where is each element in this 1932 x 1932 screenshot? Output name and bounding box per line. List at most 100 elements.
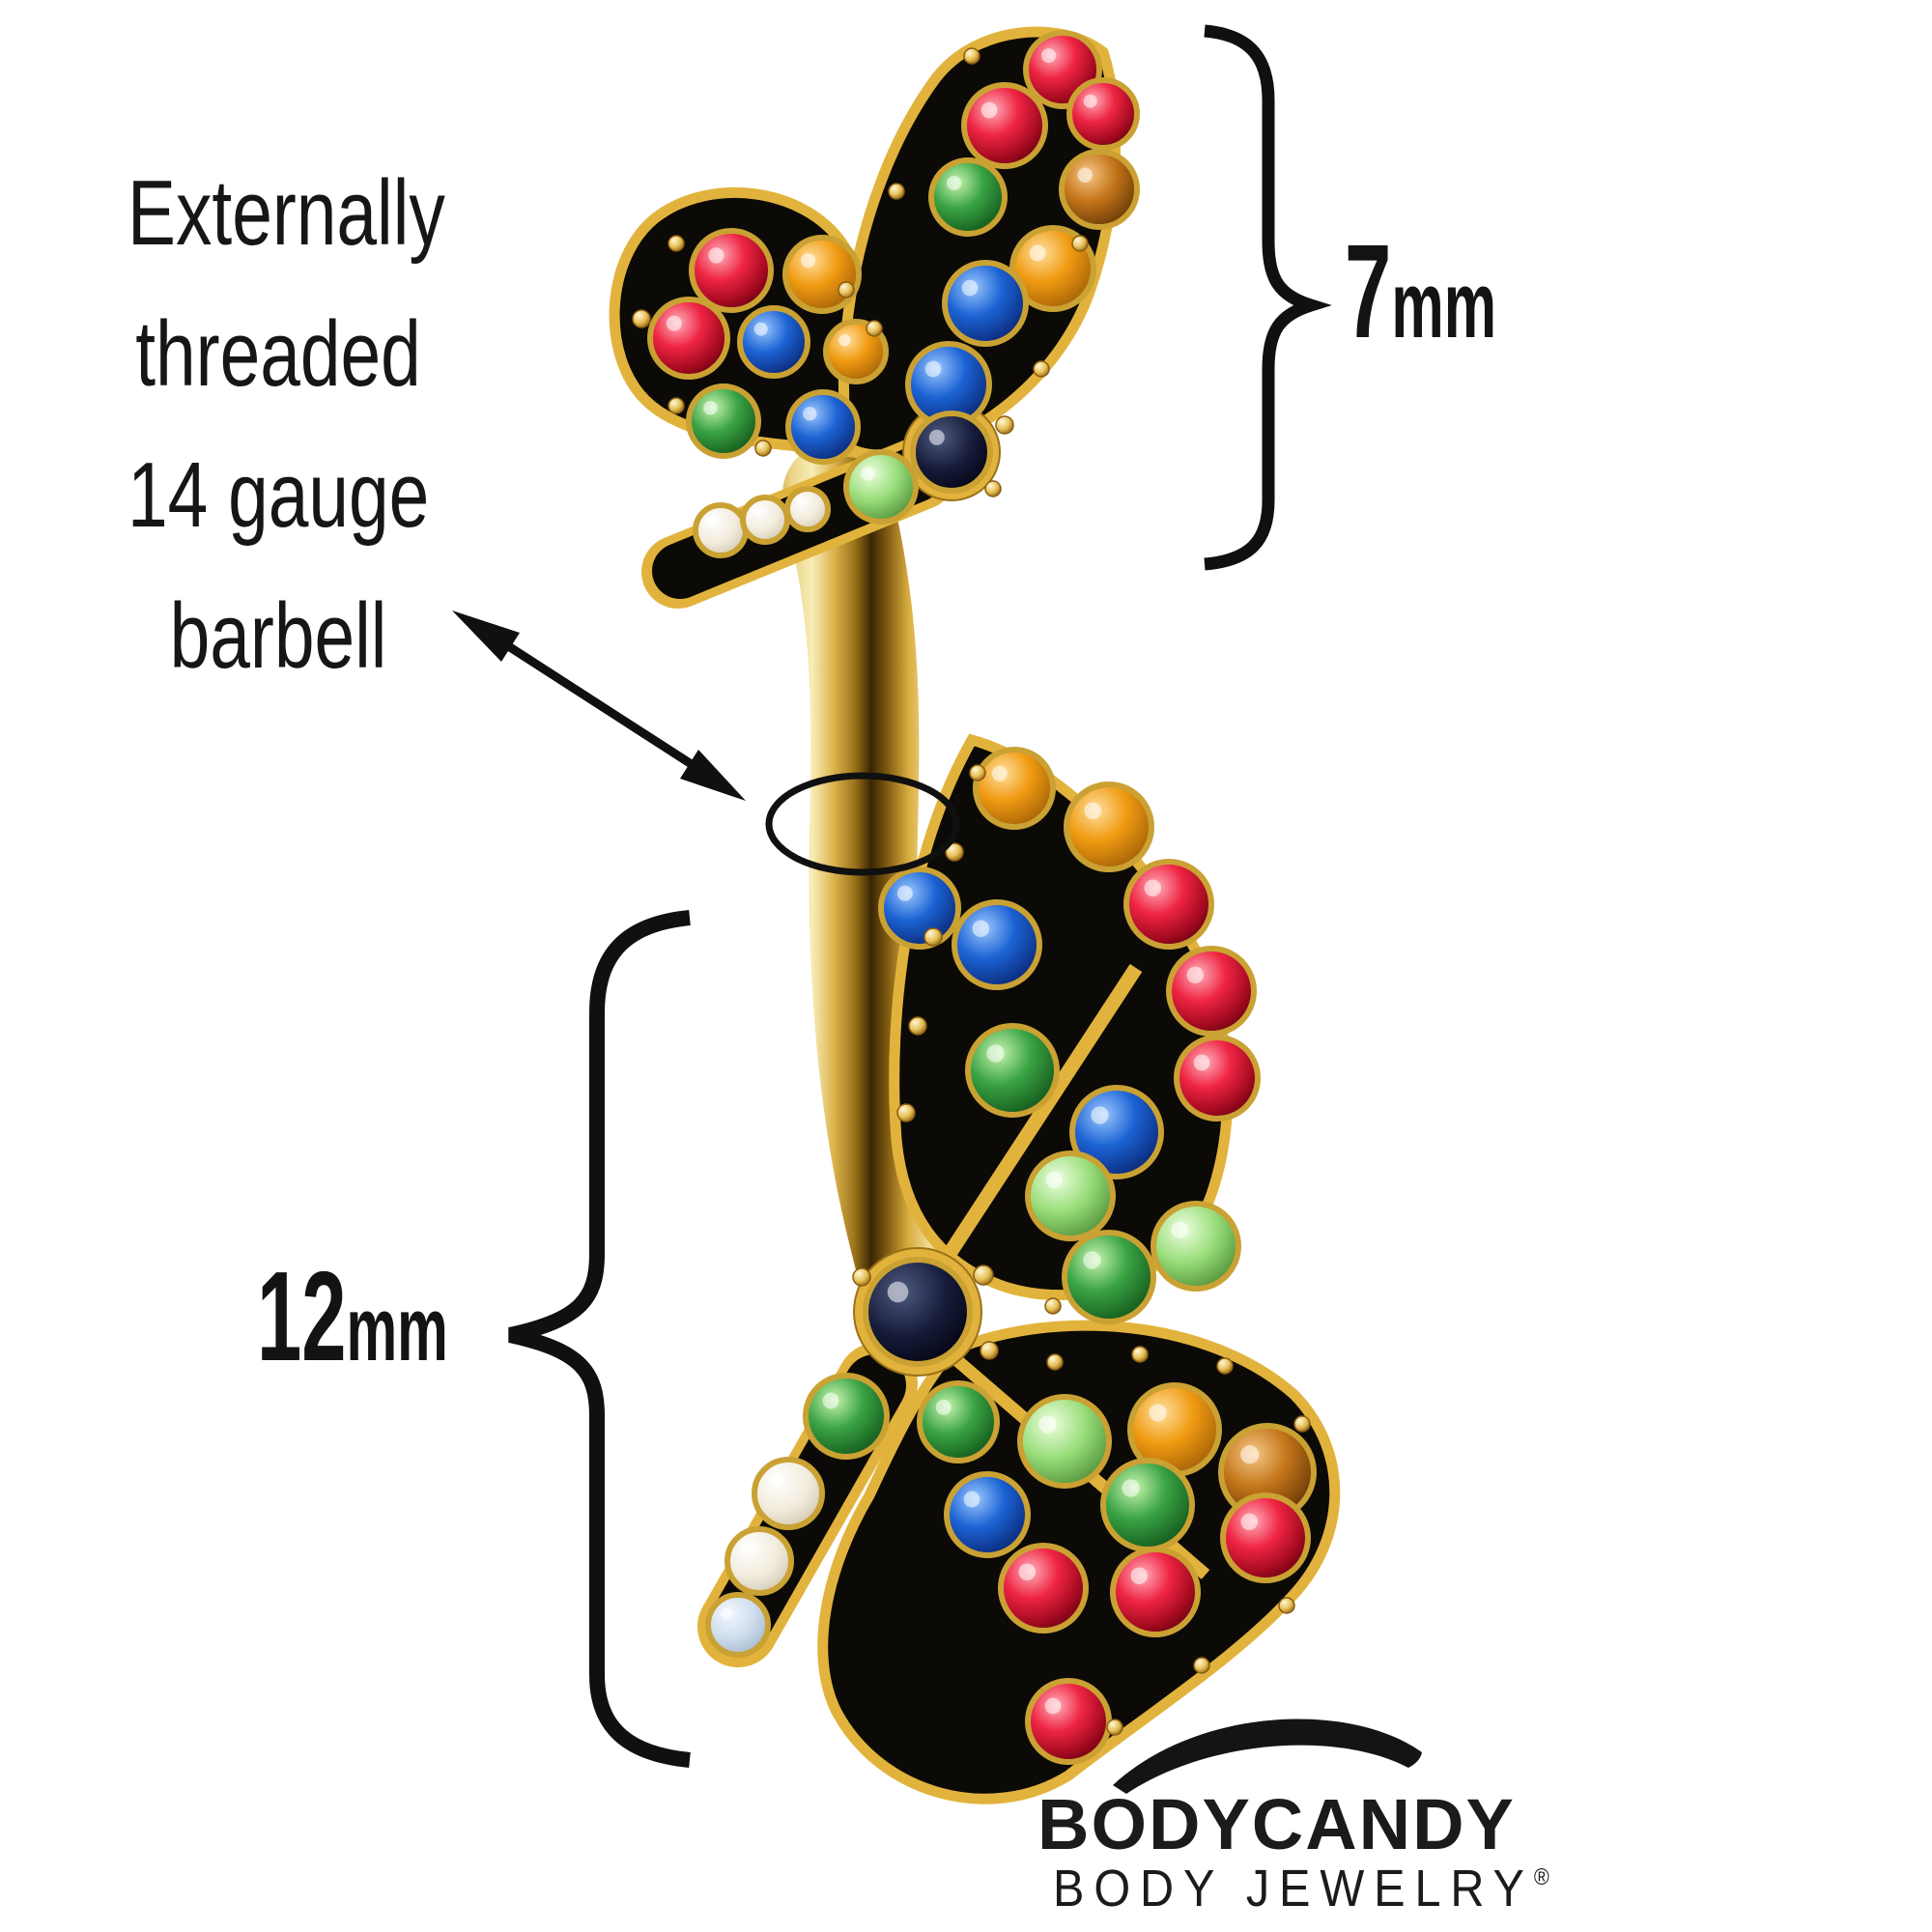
gem-glint	[896, 885, 913, 901]
gem-glint	[980, 101, 998, 119]
gem	[752, 1457, 825, 1530]
gem-glint	[1193, 1054, 1210, 1071]
brace-7mm	[1204, 24, 1332, 571]
gem-glint	[768, 1473, 782, 1488]
gem-glint	[708, 247, 724, 264]
swoosh-icon	[1113, 1719, 1422, 1794]
gem-glint	[1077, 167, 1093, 183]
gem	[1100, 1458, 1195, 1552]
note-line: 14 gauge	[128, 443, 430, 547]
gem-glint	[1044, 1697, 1062, 1715]
gem	[647, 297, 730, 380]
note-line: barbell	[169, 584, 387, 688]
gem	[740, 495, 790, 545]
gem	[1174, 1035, 1261, 1122]
gem-glint	[887, 1281, 909, 1303]
gem-glint	[1040, 47, 1057, 64]
gem-glint	[986, 1044, 1005, 1063]
gem-glint	[935, 1399, 952, 1415]
gem	[965, 1023, 1060, 1118]
gem	[1025, 1151, 1116, 1241]
gem-glint	[924, 360, 942, 378]
gem-glint	[1083, 1251, 1101, 1269]
gem-glint	[1018, 1563, 1037, 1581]
gem	[944, 1471, 1031, 1558]
gem	[1064, 781, 1154, 872]
gold-beads	[632, 47, 1089, 497]
gem	[1166, 946, 1257, 1037]
gem-glint	[861, 467, 875, 481]
gem-glint	[795, 497, 805, 506]
measurement-value: 7	[1345, 217, 1392, 366]
gem-glint	[1144, 879, 1162, 897]
gem-glint	[721, 1607, 733, 1620]
arrowhead-icon	[680, 750, 746, 801]
gem	[784, 486, 831, 532]
gem	[843, 449, 919, 525]
measurement-unit: mm	[1391, 252, 1497, 357]
wing-vein	[919, 963, 1143, 1295]
gem	[1220, 1492, 1311, 1583]
gem	[863, 1257, 973, 1367]
gem-glint	[1122, 1479, 1140, 1497]
gem-glint	[991, 765, 1008, 781]
gem-glint	[963, 1491, 980, 1508]
gem	[973, 747, 1056, 830]
gem-glint	[928, 429, 945, 445]
gem	[1059, 149, 1140, 230]
measurement-arrow	[452, 611, 746, 801]
gem	[878, 867, 961, 950]
gem-glint	[753, 322, 768, 336]
gem	[998, 1543, 1089, 1634]
gem	[1066, 77, 1140, 151]
gem-glint	[666, 315, 682, 331]
bottom-butterfly	[697, 733, 1341, 1804]
gem-glint	[800, 252, 816, 269]
gem-glint	[1149, 1404, 1167, 1422]
gem-glint	[1045, 1171, 1064, 1189]
note-line: Externally	[128, 161, 445, 265]
barbell-spec-note: Externally threaded 14 gauge barbell	[128, 143, 445, 707]
gem-glint	[972, 920, 990, 938]
note-line: threaded	[135, 302, 421, 406]
measurement-value: 12	[257, 1245, 347, 1387]
gem	[910, 411, 993, 494]
gem-glint	[1083, 94, 1097, 108]
gem	[1123, 859, 1214, 950]
gem	[803, 1373, 890, 1460]
gem-glint	[1091, 1106, 1109, 1124]
gem	[961, 82, 1048, 169]
gem	[1062, 1230, 1156, 1324]
arrowhead-icon	[452, 611, 520, 662]
gem-glint	[822, 1392, 839, 1409]
gem-glint	[803, 407, 817, 421]
gem-glint	[1130, 1567, 1149, 1585]
threading-circle-annotation	[765, 772, 960, 876]
registered-trademark-icon: ®	[1533, 1864, 1549, 1890]
brand-tagline: BODY JEWELRY®	[1053, 1860, 1549, 1918]
gem-glint	[1171, 1221, 1189, 1239]
gem-glint	[703, 401, 718, 415]
gem	[693, 502, 749, 558]
gem-glint	[1038, 1415, 1057, 1434]
gem	[928, 157, 1008, 237]
gem	[724, 1526, 794, 1596]
gem-glint	[1084, 802, 1102, 820]
gem-glint	[1029, 244, 1046, 262]
gem	[705, 1592, 771, 1658]
gem-glint	[1240, 1513, 1259, 1531]
gem	[1025, 1678, 1112, 1765]
gem	[942, 260, 1029, 347]
gem	[1151, 1201, 1241, 1292]
gem-glint	[1186, 966, 1205, 984]
top-butterfly	[609, 26, 1140, 609]
gem-glint	[752, 506, 761, 516]
gem-glint	[946, 175, 962, 191]
gem-glint	[740, 1542, 754, 1556]
gem	[1110, 1547, 1201, 1637]
measurement-unit: mm	[346, 1278, 448, 1379]
